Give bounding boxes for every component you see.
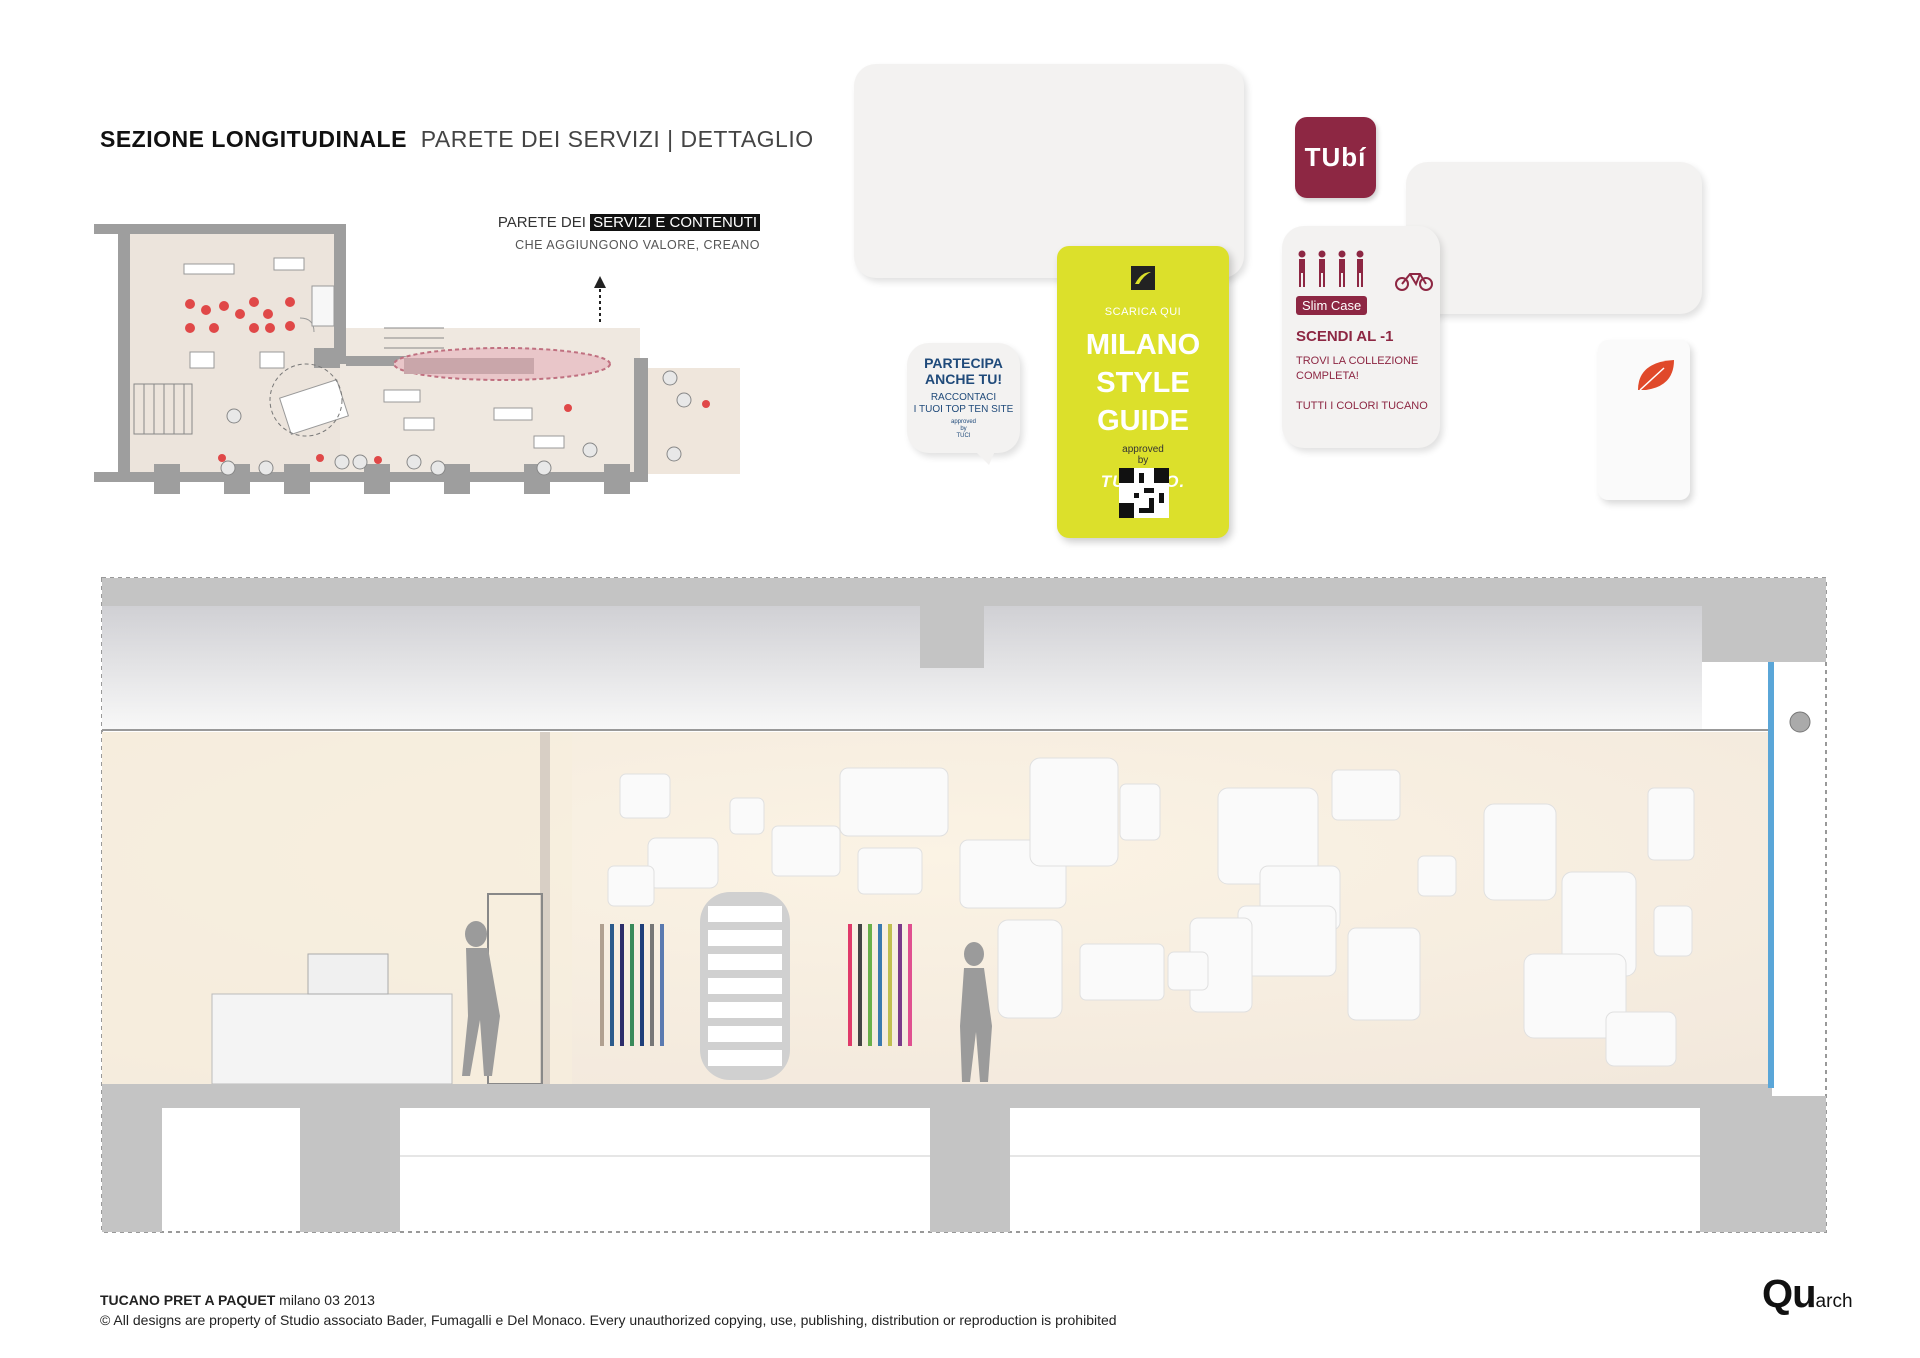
people-icon [1298,250,1364,287]
partecipa-line1: PARTECIPA [924,355,1003,371]
quarch-logo: Quarch [1762,1272,1853,1317]
footer: TUCANO PRET A PAQUET milano 03 2013 © Al… [100,1290,1117,1330]
caption-prefix: PARETE DEI [497,214,586,231]
partecipa-line3: RACCONTACI [930,392,997,403]
milano-by: by [1137,455,1149,466]
slim-trovi: TROVI LA COLLEZIONE COMPLETA! [1296,355,1419,382]
tubi-logo: TUbí [1295,117,1376,198]
slim-case-badge: Slim Case [1296,296,1368,315]
milano-title1: MILANO STYLE [1085,329,1201,399]
logo-sub: arch [1815,1291,1853,1312]
milano-scarica: SCARICA QUI [1104,306,1182,318]
empty-bubble-right [1406,162,1702,314]
plan-caption: PARETE DEI SERVIZI E CONTENUTI CHE AGGIU… [420,212,760,256]
floor-plan [94,224,740,494]
slim-scendi: SCENDI AL -1 [1296,328,1394,345]
milano-approved: approved [1122,444,1164,455]
footer-project: TUCANO PRET A PAQUET [100,1292,276,1308]
title-light: PARETE DEI SERVIZI | DETTAGLIO [420,126,814,152]
page-title: SEZIONE LONGITUDINALE PARETE DEI SERVIZI… [100,126,814,153]
caption-highlight: SERVIZI E CONTENUTI [590,214,760,231]
slim-case-bubble: Slim Case SCENDI AL -1 TROVI LA COLLEZIO… [1282,226,1440,448]
milano-title2: GUIDE [1097,405,1189,437]
footer-date: milano 03 2013 [279,1292,375,1308]
title-bold: SEZIONE LONGITUDINALE [100,126,407,152]
footer-copyright: © All designs are property of Studio ass… [100,1312,1117,1328]
partecipa-line2: ANCHE TU! [925,371,1002,387]
empty-bubble-large [854,64,1244,278]
caption-subtitle: CHE AGGIUNGONO VALORE, CREANO [515,238,760,252]
qr-code-icon[interactable] [1119,468,1169,518]
leaf-bubble [1598,340,1690,500]
partecipa-line4: I TUOI TOP TEN SITE [913,404,1014,415]
partecipa-line6: by [960,426,967,432]
bubble-tail [975,451,995,465]
partecipa-line5: approved [950,419,977,425]
logo-main: Qu [1762,1272,1817,1316]
slim-tutti: TUTTI I COLORI TUCANO [1296,400,1428,412]
leaf-icon [1638,360,1674,391]
tucano-bird-icon [1131,266,1155,290]
bicycle-icon [1395,273,1433,291]
longitudinal-section [101,577,1827,1233]
partecipa-line7: TUCI [956,433,971,439]
